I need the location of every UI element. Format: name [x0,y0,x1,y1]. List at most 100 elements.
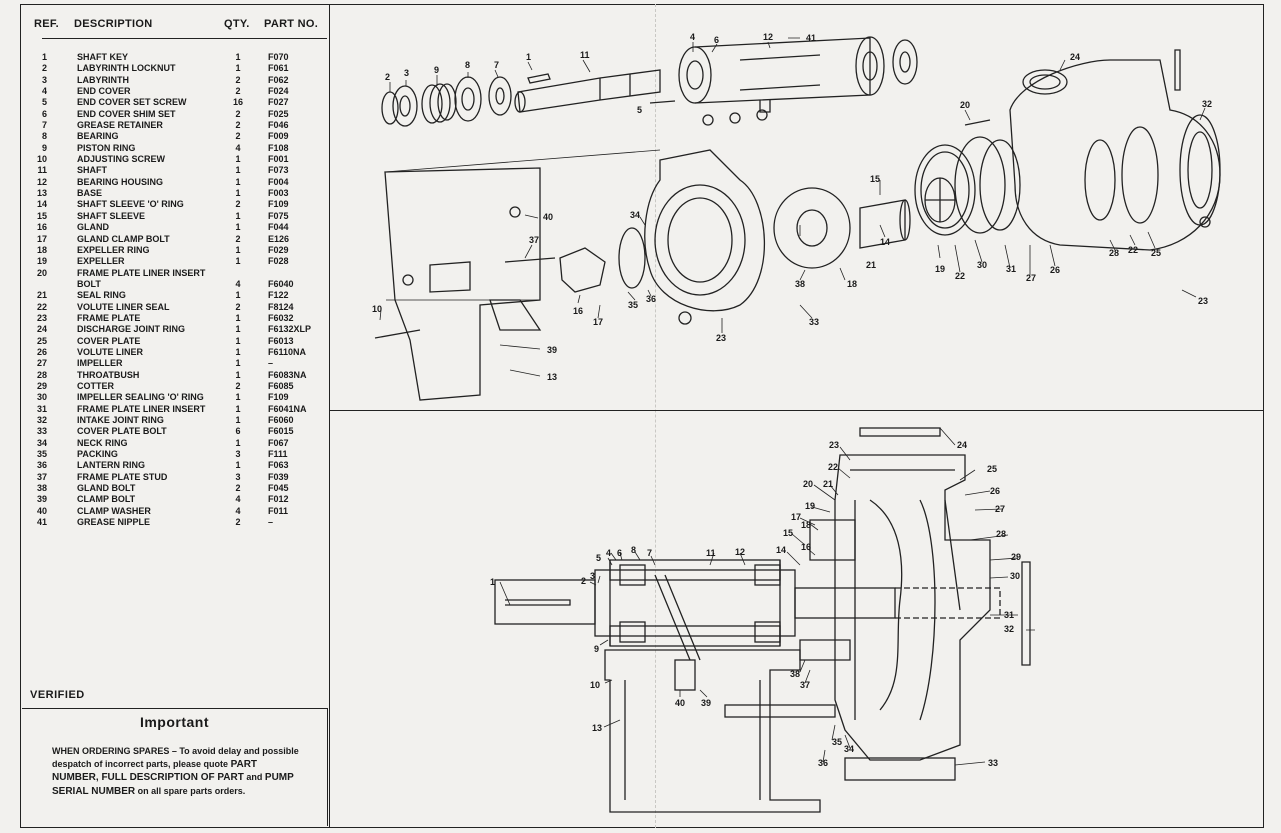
gland-sleeve-drawing [773,187,911,269]
cell-part-no: F012 [268,494,289,505]
cell-ref: 9 [41,142,47,153]
callout-26: 26 [1050,265,1060,275]
cell-ref: 14 [36,199,47,210]
callout-13: 13 [592,723,602,733]
cell-qty: 1 [235,176,241,187]
callout-39: 39 [547,345,557,355]
cell-part-no: F062 [268,74,289,85]
callout-8: 8 [631,545,636,555]
cell-ref: 15 [36,210,47,221]
cell-qty: 2 [235,131,241,142]
cell-ref: 34 [36,437,47,448]
cell-qty: 1 [235,460,241,471]
cell-description: SHAFT [77,165,107,176]
cell-description: FRAME PLATE LINER INSERT [77,403,206,414]
cell-part-no: F122 [268,290,289,301]
callout-32: 32 [1202,99,1212,109]
cell-ref: 30 [36,392,47,403]
callout-40: 40 [675,698,685,708]
callout-27: 27 [1026,273,1036,283]
cell-part-no: F108 [268,142,289,153]
cell-description: IMPELLER [77,358,123,369]
callout-24: 24 [1070,52,1080,62]
cell-description: VOLUTE LINER [77,346,144,357]
callout-18: 18 [801,520,811,530]
cell-description: BEARING [77,131,119,142]
shaft-key-drawing [527,73,551,84]
cell-ref: 20 [36,267,47,278]
cell-part-no: F6085 [268,380,294,391]
cell-qty: 1 [235,335,241,346]
cell-description: PISTON RING [77,142,136,153]
cell-part-no: F6110NA [268,346,307,357]
cell-qty: 4 [235,142,241,153]
cell-ref: 40 [36,505,47,516]
cell-ref: 7 [41,120,47,131]
callout-25: 25 [1151,248,1161,258]
section-bearing-housing-drawing [609,559,781,661]
cell-part-no: F061 [268,63,289,74]
cell-ref: 5 [41,97,47,108]
callout-28: 28 [1109,248,1119,258]
cell-description: GREASE NIPPLE [77,517,151,528]
cell-ref: 4 [41,86,47,97]
cell-description: LABYRINTH [77,74,129,85]
cell-description: LANTERN RING [77,460,145,471]
section-casing-drawing [799,427,1031,781]
callout-15: 15 [870,174,880,184]
cell-qty: 16 [232,97,243,108]
cell-part-no: F044 [268,222,289,233]
cell-qty: 3 [235,471,241,482]
cell-description: COVER PLATE BOLT [77,426,167,437]
cell-description: BASE [77,188,103,199]
fold-line [655,4,656,828]
cell-description: FRAME PLATE [77,312,141,323]
callout-3: 3 [404,68,409,78]
cell-part-no: F6041NA [268,403,307,414]
callout-34: 34 [844,744,854,754]
header-rule [42,38,327,39]
cell-qty: 1 [235,154,241,165]
section-leaders [499,427,1035,766]
cell-qty: 1 [235,369,241,380]
cell-qty: 3 [235,449,241,460]
callout-41: 41 [806,33,816,43]
callout-20: 20 [803,479,813,489]
callout-19: 19 [805,501,815,511]
cell-part-no: F075 [268,210,289,221]
cell-qty: 2 [235,517,241,528]
cell-description: END COVER SET SCREW [77,97,187,108]
cell-ref: 19 [36,256,47,267]
cell-description: GLAND CLAMP BOLT [77,233,170,244]
callout-29: 29 [1011,552,1021,562]
cell-qty: 2 [235,74,241,85]
callout-22: 22 [955,271,965,281]
cell-part-no: F004 [268,176,289,187]
cell-description: NECK RING [77,437,128,448]
cell-description: FRAME PLATE LINER INSERT [77,267,206,278]
cell-qty: 1 [235,392,241,403]
callout-32: 32 [1004,624,1014,634]
callout-7: 7 [647,548,652,558]
cell-qty: 1 [235,222,241,233]
cell-description: VOLUTE LINER SEAL [77,301,170,312]
cell-ref: 1 [41,52,47,62]
callout-22: 22 [1128,245,1138,255]
cell-description: END COVER [77,86,131,97]
cell-part-no: F039 [268,471,289,482]
cell-qty: 2 [235,199,241,210]
cell-ref: 35 [36,449,47,460]
callout-6: 6 [617,548,622,558]
cell-qty: 2 [235,120,241,131]
cell-part-no: F6040 [268,278,294,289]
